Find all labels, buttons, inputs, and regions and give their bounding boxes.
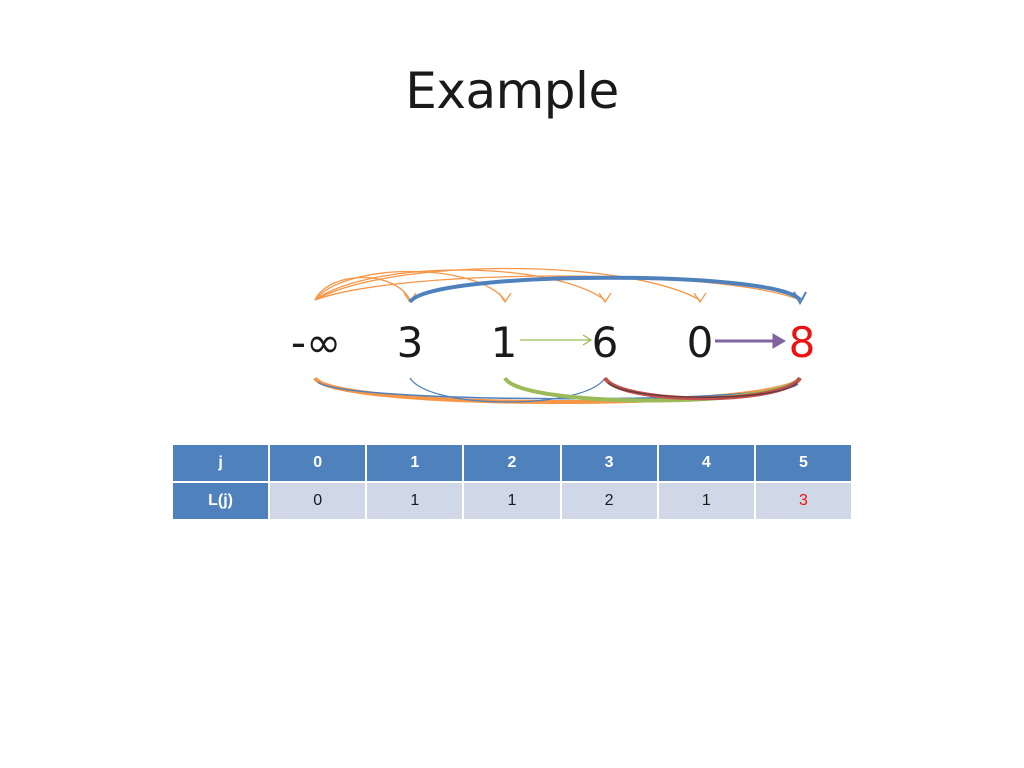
table-cell-j: 5	[753, 443, 854, 483]
table-cell-l: 1	[365, 481, 465, 521]
row-header-j: j	[170, 443, 271, 483]
arrowhead-6-green	[582, 334, 593, 346]
sequence-item-0: 0	[686, 318, 714, 367]
table-row-lj: L(j) 0 1 1 2 1 3	[170, 481, 854, 521]
table-cell-l: 2	[559, 481, 659, 521]
arrowhead-8-purple	[772, 333, 786, 349]
table-cell-j: 1	[365, 443, 465, 483]
sequence-item-neg-infinity: -∞	[290, 318, 342, 367]
arc-top-inf-to-1	[314, 270, 506, 301]
arc-bottom-6-to-8-dark	[607, 382, 798, 398]
lis-table: j 0 1 2 3 4 5 L(j) 0 1 1 2 1 3	[170, 443, 854, 521]
table-row-j: j 0 1 2 3 4 5	[170, 443, 854, 483]
sequence-item-1: 1	[490, 318, 518, 367]
arc-top-inf-to-3	[314, 276, 411, 301]
table-cell-l-highlight: 3	[753, 481, 854, 521]
arrowhead-8-top	[793, 291, 807, 306]
arrowhead-1	[498, 292, 512, 304]
table-cell-l: 0	[268, 481, 368, 521]
sequence-item-8: 8	[788, 318, 816, 367]
row-header-lj: L(j)	[170, 481, 271, 521]
table-cell-l: 1	[462, 481, 562, 521]
arrowhead-0	[693, 292, 707, 304]
sequence-item-6: 6	[591, 318, 619, 367]
arc-top-inf-to-0	[314, 267, 701, 301]
table-cell-j: 4	[656, 443, 756, 483]
sequence-item-3: 3	[396, 318, 424, 367]
table-cell-l: 1	[656, 481, 756, 521]
arrowhead-6	[598, 292, 612, 304]
arc-top-3-to-8	[408, 275, 802, 304]
slide-title: Example	[405, 62, 619, 120]
table-cell-j: 0	[268, 443, 368, 483]
arc-bottom-6-to-8	[603, 376, 802, 401]
arc-top-inf-to-8	[314, 275, 801, 301]
table-cell-j: 2	[462, 443, 562, 483]
arc-bottom-3-to-6	[409, 377, 606, 403]
table-cell-j: 3	[559, 443, 659, 483]
